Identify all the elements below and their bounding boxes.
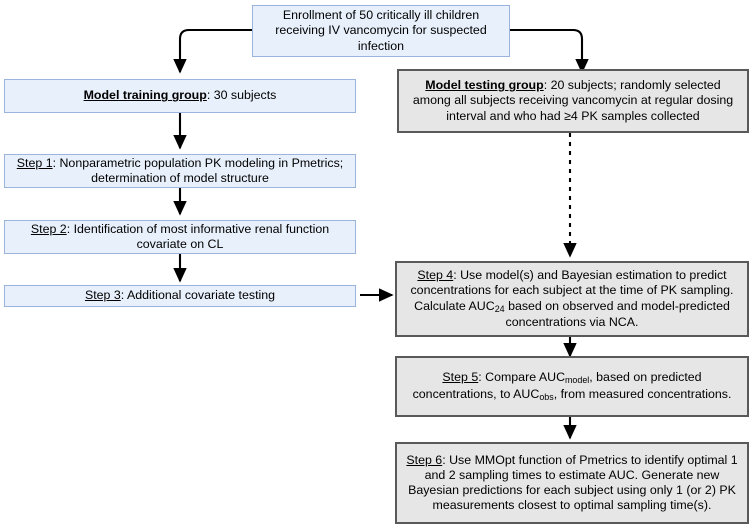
- testing-group-text: Model testing group: 20 subjects; random…: [399, 78, 747, 123]
- step-4-part-b: based on observed and model-predicted co…: [504, 298, 730, 329]
- training-group-rest: : 30 subjects: [206, 88, 277, 103]
- node-step-1[interactable]: Step 1: Nonparametric population PK mode…: [4, 154, 356, 188]
- node-step-6[interactable]: Step 6: Use MMOpt function of Pmetrics t…: [395, 442, 749, 524]
- step-1-text: Step 1: Nonparametric population PK mode…: [5, 156, 355, 186]
- step-1-rest: : Nonparametric population PK modeling i…: [52, 155, 344, 185]
- step-5-part-a: : Compare AUC: [478, 370, 566, 385]
- edge-enrollment-to-training: [173, 28, 253, 74]
- step-4-sub-a: 24: [494, 303, 505, 314]
- step-2-rest: : Identification of most informative ren…: [66, 221, 330, 251]
- step-1-label: Step 1: [16, 155, 53, 170]
- node-testing-group[interactable]: Model testing group: 20 subjects; random…: [397, 69, 749, 133]
- step-5-part-c: , from measured concentrations.: [553, 386, 732, 401]
- step-6-rest: : Use MMOpt function of Pmetrics to iden…: [408, 452, 738, 513]
- step-3-label: Step 3: [84, 288, 121, 303]
- step-5-part-b: , based on predicted concentrations, to …: [412, 370, 702, 401]
- node-step-2[interactable]: Step 2: Identification of most informati…: [4, 220, 356, 254]
- training-group-label: Model training group: [83, 88, 207, 103]
- step-2-text: Step 2: Identification of most informati…: [5, 222, 355, 252]
- step-5-sub-a: model: [565, 375, 590, 386]
- step-5-text: Step 5: Compare AUCmodel, based on predi…: [397, 370, 747, 402]
- testing-group-label: Model testing group: [425, 78, 544, 93]
- step-3-text: Step 3: Additional covariate testing: [79, 288, 281, 303]
- step-3-rest: : Additional covariate testing: [120, 288, 276, 303]
- testing-group-rest: : 20 subjects; randomly selected among a…: [412, 78, 734, 123]
- node-step-5[interactable]: Step 5: Compare AUCmodel, based on predi…: [395, 356, 749, 417]
- step-2-label: Step 2: [30, 221, 67, 236]
- step-5-sub-b: obs: [539, 391, 554, 402]
- step-4-part-a: : Use model(s) and Bayesian estimation t…: [410, 268, 734, 313]
- step-4-label: Step 4: [417, 268, 454, 283]
- step-5-label: Step 5: [442, 370, 479, 385]
- node-step-3[interactable]: Step 3: Additional covariate testing: [4, 285, 356, 307]
- edge-enrollment-to-testing: [509, 28, 589, 74]
- node-enrollment[interactable]: Enrollment of 50 critically ill children…: [252, 5, 510, 57]
- step-6-text: Step 6: Use MMOpt function of Pmetrics t…: [397, 453, 747, 514]
- node-training-group[interactable]: Model training group: 30 subjects: [4, 79, 356, 113]
- step-6-label: Step 6: [406, 452, 443, 467]
- node-step-4[interactable]: Step 4: Use model(s) and Bayesian estima…: [395, 261, 749, 337]
- enrollment-text: Enrollment of 50 critically ill children…: [275, 8, 487, 53]
- training-group-text: Model training group: 30 subjects: [78, 88, 283, 103]
- step-4-text: Step 4: Use model(s) and Bayesian estima…: [397, 268, 747, 329]
